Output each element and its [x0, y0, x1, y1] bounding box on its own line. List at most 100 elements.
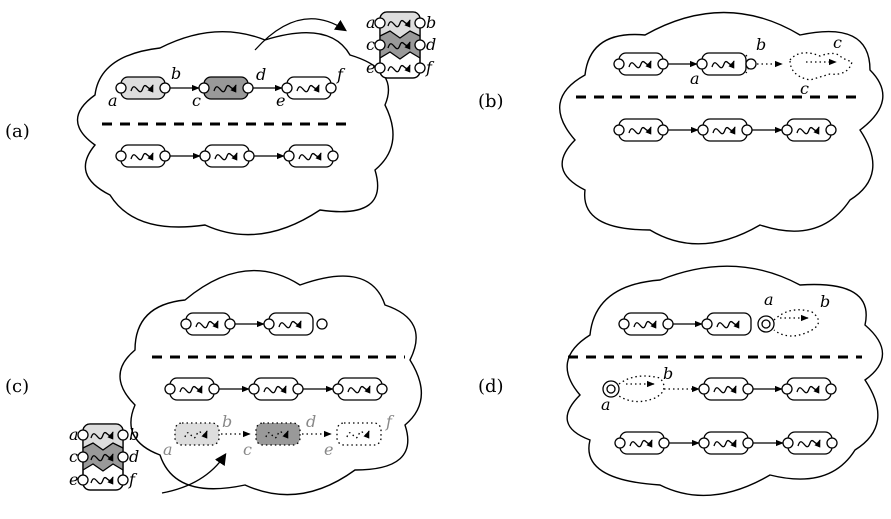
- port-circle: [199, 150, 211, 162]
- wave-arrow-icon: [278, 320, 302, 329]
- port-circle: [658, 437, 670, 449]
- wave-arrow-icon: [90, 431, 114, 440]
- port-letter: b: [129, 425, 139, 444]
- port-circle: [742, 437, 754, 449]
- wave-arrow-icon: [713, 439, 737, 448]
- wave-arrow-icon: [90, 453, 114, 462]
- port-letter: e: [324, 440, 333, 459]
- wave-arrow-icon: [628, 126, 652, 135]
- wave-arrow-icon: [387, 19, 411, 28]
- panel-a-blob: [77, 31, 394, 236]
- port-circle: [782, 437, 794, 449]
- port-circle: [374, 39, 386, 51]
- port-letter: c: [800, 79, 809, 98]
- port-circle: [618, 318, 630, 330]
- panel-label-a: (a): [5, 121, 30, 142]
- port-letter: f: [425, 58, 435, 77]
- port-circle: [662, 318, 674, 330]
- port-letter: a: [764, 290, 774, 309]
- stack-row-light: [380, 12, 420, 38]
- port-circle: [77, 451, 89, 463]
- wave-arrow-icon: [347, 385, 371, 394]
- port-circle: [657, 58, 669, 70]
- port-circle: [281, 82, 293, 94]
- port-circle: [657, 124, 669, 136]
- port-letter: b: [663, 364, 673, 383]
- port-letter: d: [256, 65, 266, 84]
- port-circle: [77, 429, 89, 441]
- port-circle: [745, 58, 757, 70]
- port-circle: [696, 58, 708, 70]
- wave-arrow-icon: [796, 385, 820, 394]
- wave-arrow-icon: [713, 385, 737, 394]
- port-letter: a: [366, 13, 376, 32]
- port-circle: [325, 82, 337, 94]
- wave-arrow-icon: [130, 84, 154, 93]
- port-circle: [698, 383, 710, 395]
- port-letter: e: [69, 470, 78, 489]
- port-letter: c: [366, 35, 375, 54]
- wave-arrow-icon: [130, 152, 154, 161]
- port-circle: [414, 39, 426, 51]
- port-circle: [332, 383, 344, 395]
- port-circle: [117, 451, 129, 463]
- port-circle: [613, 124, 625, 136]
- port-circle: [825, 383, 837, 395]
- port-circle: [198, 82, 210, 94]
- port-circle: [374, 17, 386, 29]
- port-letter: d: [426, 35, 436, 54]
- port-circle: [825, 124, 837, 136]
- port-circle: [243, 150, 255, 162]
- port-circle: [414, 17, 426, 29]
- port-letter: c: [192, 91, 201, 110]
- port-circle: [698, 437, 710, 449]
- port-letter: a: [108, 91, 118, 110]
- stack-row-light: [83, 424, 123, 450]
- port-letter: f: [385, 412, 395, 431]
- port-letter: b: [171, 64, 181, 83]
- panel-label-d: (d): [478, 376, 504, 397]
- port-circle: [742, 383, 754, 395]
- port-circle: [701, 318, 713, 330]
- wave-arrow-icon: [628, 60, 652, 69]
- port-letter: a: [163, 440, 173, 459]
- wave-arrow-icon: [346, 430, 370, 439]
- wave-arrow-icon: [90, 476, 114, 485]
- port-circle: [741, 124, 753, 136]
- port-circle: [414, 62, 426, 74]
- port-letter: c: [243, 440, 252, 459]
- port-letter: b: [222, 412, 232, 431]
- port-circle: [374, 62, 386, 74]
- wave-arrow-icon: [214, 152, 238, 161]
- port-circle: [283, 150, 295, 162]
- wave-arrow-icon: [195, 320, 219, 329]
- port-circle: [159, 82, 171, 94]
- curved-arrow-icon: [254, 18, 347, 51]
- port-circle: [697, 124, 709, 136]
- port-circle: [242, 82, 254, 94]
- wave-arrow-icon: [633, 320, 657, 329]
- port-circle: [781, 124, 793, 136]
- wave-arrow-icon: [296, 84, 320, 93]
- port-circle: [327, 150, 339, 162]
- wave-arrow-icon: [298, 152, 322, 161]
- port-letter: b: [820, 292, 830, 311]
- wave-arrow-icon: [797, 439, 821, 448]
- dotted-component: [618, 375, 665, 403]
- port-circle: [115, 82, 127, 94]
- port-letter: a: [69, 425, 79, 444]
- port-letter: e: [276, 91, 285, 110]
- port-letter: e: [366, 58, 375, 77]
- port-circle: [117, 429, 129, 441]
- port-letter: d: [129, 447, 139, 466]
- port-circle: [248, 383, 260, 395]
- port-circle: [826, 437, 838, 449]
- wave-arrow-icon: [712, 126, 736, 135]
- wave-arrow-icon: [213, 84, 237, 93]
- port-letter: c: [833, 33, 842, 52]
- panel-label-c: (c): [5, 376, 29, 397]
- port-circle: [263, 318, 275, 330]
- port-circle: [117, 474, 129, 486]
- port-circle: [292, 383, 304, 395]
